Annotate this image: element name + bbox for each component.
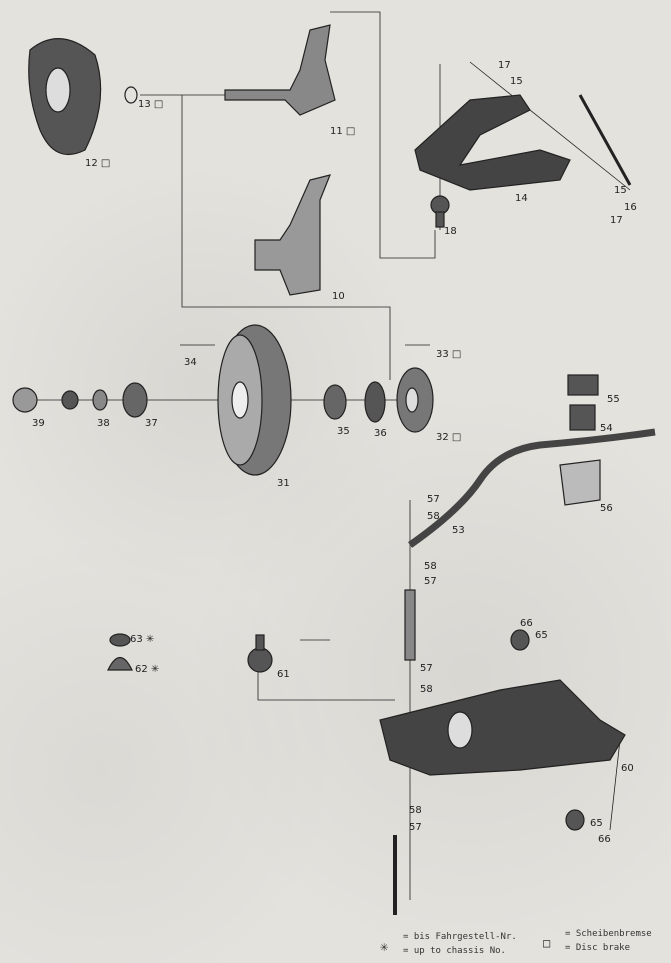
- part-label-11: 11 □: [330, 126, 356, 137]
- part-label-65a: 65: [535, 630, 548, 641]
- legend-square-de: = Scheibenbremse: [565, 929, 652, 939]
- legend-asterisk-en: = up to chassis No.: [403, 946, 506, 956]
- part-label-34: 34: [184, 357, 197, 368]
- part-56-bracket-plate: [559, 459, 601, 506]
- part-bolt-long: [578, 94, 632, 186]
- part-53-stabilizer-bar: [407, 428, 656, 548]
- part-label-57a: 57: [427, 494, 440, 505]
- legend-asterisk-de: = bis Fahrgestell-Nr.: [403, 932, 517, 942]
- part-label-61: 61: [277, 669, 290, 680]
- part-label-14: 14: [515, 193, 528, 204]
- part-13-seal-ring: [124, 86, 138, 104]
- part-label-55: 55: [607, 394, 620, 405]
- part-label-36: 36: [374, 428, 387, 439]
- part-label-58c: 58: [420, 684, 433, 695]
- part-35-bearing: [323, 384, 347, 420]
- part-60-lower-arm: [379, 679, 626, 776]
- part-label-13: 13 □: [138, 99, 164, 110]
- part-62-dust-boot: [107, 656, 133, 671]
- part-label-62: 62 ✳: [135, 664, 160, 675]
- part-label-54: 54: [600, 423, 613, 434]
- part-65-bushing-upper: [510, 629, 530, 651]
- part-label-66a: 66: [520, 618, 533, 629]
- part-38-washer: [92, 389, 108, 411]
- part-label-17a: 17: [498, 60, 511, 71]
- part-label-60: 60: [621, 763, 634, 774]
- leader-lines: [20, 11, 631, 900]
- part-32-hub: [396, 367, 434, 433]
- part-label-31: 31: [277, 478, 290, 489]
- part-label-38: 38: [97, 418, 110, 429]
- part-63-clamp-ring: [109, 633, 131, 647]
- part-label-53: 53: [452, 525, 465, 536]
- part-14-upper-arm: [414, 94, 571, 191]
- asterisk-symbol: ✳: [380, 939, 389, 955]
- part-37-bearing: [122, 382, 148, 418]
- part-label-15a: 15: [510, 76, 523, 87]
- part-label-32: 32 □: [436, 432, 462, 443]
- part-39-nut: [61, 390, 79, 410]
- part-label-57d: 57: [409, 822, 422, 833]
- part-10-steering-knuckle: [254, 174, 331, 296]
- part-36-seal: [364, 381, 386, 423]
- part-label-16: 16: [624, 202, 637, 213]
- part-label-18: 18: [444, 226, 457, 237]
- part-link-rod: [404, 589, 416, 661]
- part-label-10: 10: [332, 291, 345, 302]
- part-18-ball-joint: [430, 195, 450, 228]
- part-12-backing-plate: [28, 38, 102, 156]
- part-31-brake-drum: [217, 324, 292, 476]
- part-label-33: 33 □: [436, 349, 462, 360]
- square-symbol: □: [543, 936, 551, 950]
- part-label-12: 12 □: [85, 158, 111, 169]
- part-label-57b: 57: [424, 576, 437, 587]
- part-label-58a: 58: [427, 511, 440, 522]
- part-39-hub-cap: [12, 387, 38, 413]
- part-label-65b: 65: [590, 818, 603, 829]
- part-label-37: 37: [145, 418, 158, 429]
- legend-square-en: = Disc brake: [565, 943, 631, 953]
- part-label-35: 35: [337, 426, 350, 437]
- part-label-17b: 17: [610, 215, 623, 226]
- part-label-58b: 58: [424, 561, 437, 572]
- part-label-66b: 66: [598, 834, 611, 845]
- part-65-bushing: [565, 809, 585, 831]
- part-54-55-bracket: [567, 374, 599, 431]
- part-label-15b: 15: [614, 185, 627, 196]
- part-label-39: 39: [32, 418, 45, 429]
- part-label-57c: 57: [420, 663, 433, 674]
- part-label-58d: 58: [409, 805, 422, 816]
- part-61-ball-joint: [247, 634, 273, 673]
- part-label-63: 63 ✳: [130, 634, 155, 645]
- part-label-56: 56: [600, 503, 613, 514]
- part-11-steering-knuckle: [224, 24, 336, 116]
